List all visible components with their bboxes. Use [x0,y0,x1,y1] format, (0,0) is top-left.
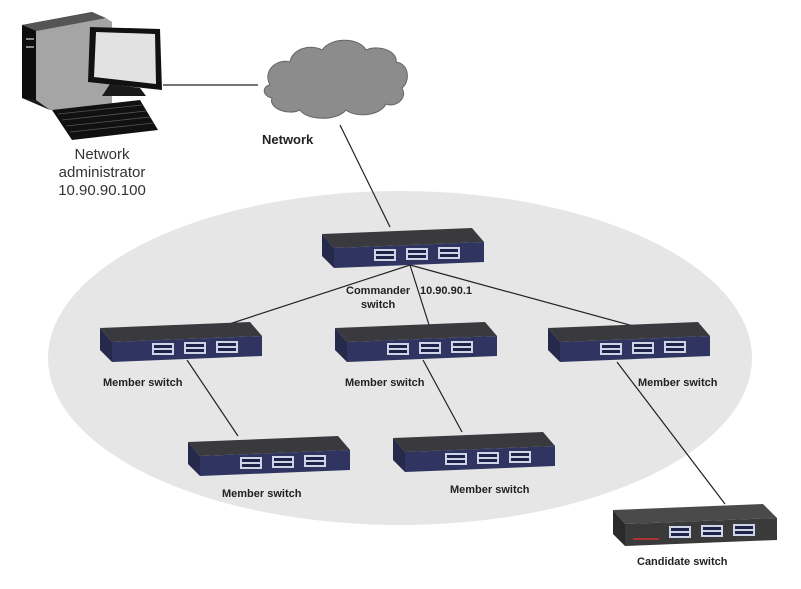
member-switch-5-icon [393,432,555,472]
member-switch-1-label: Member switch [103,377,182,389]
member-switch-1-icon [100,322,262,362]
member-switch-3-icon [548,322,710,362]
admin-ip: 10.90.90.100 [40,182,164,200]
admin-label-line2: administrator [40,164,164,182]
admin-label-line1: Network [40,146,164,164]
member-switch-2-label: Member switch [345,377,424,389]
commander-label-line2: switch [346,298,410,312]
admin-computer-icon [22,12,162,140]
network-label: Network [262,132,313,147]
member-switch-5-label: Member switch [450,484,529,496]
admin-label: Network administrator 10.90.90.100 [40,146,164,200]
commander-label: Commander switch [346,284,410,312]
commander-label-line1: Commander [346,284,410,298]
commander-ip: 10.90.90.1 [420,285,472,297]
member-switch-3-label: Member switch [638,377,717,389]
member-switch-2-icon [335,322,497,362]
member-switch-4-label: Member switch [222,488,301,500]
member-switch-4-icon [188,436,350,476]
candidate-switch-icon [613,504,777,546]
commander-switch-icon [322,228,484,268]
network-cloud-icon [264,40,407,118]
candidate-switch-label: Candidate switch [637,556,727,568]
